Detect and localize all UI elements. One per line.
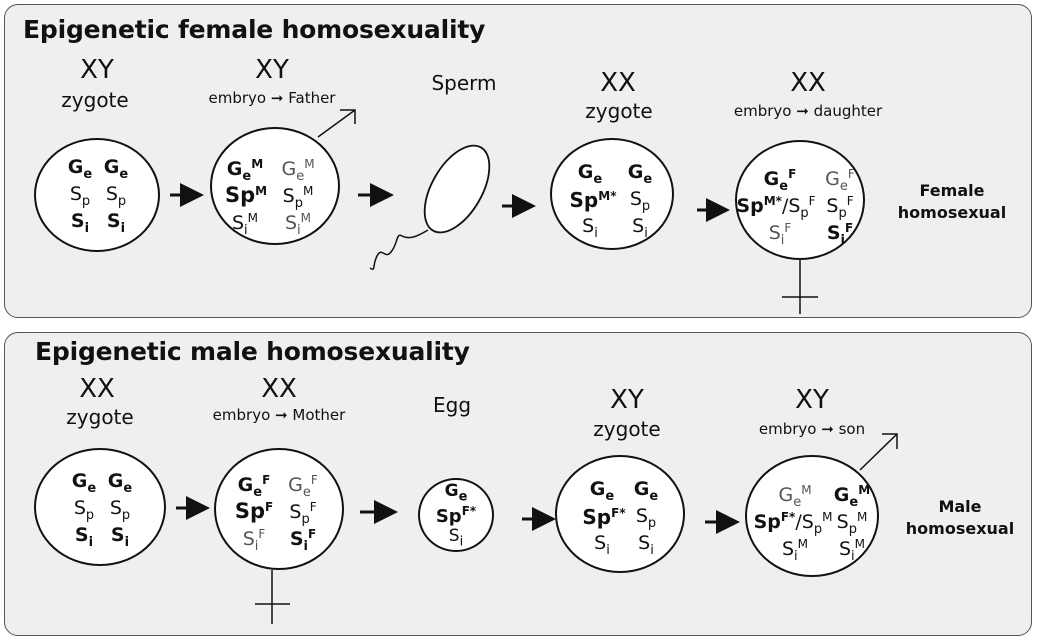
gene-ge: Ge [577,161,603,187]
gene-ge-marked: GeF [288,473,318,500]
stage-caption: zygote [61,88,129,112]
gene-si-marked: SiM [781,537,809,564]
stage-caption: Egg [432,393,472,417]
gene-sp: Sp [105,183,127,209]
gene-ge: Ge [71,470,97,496]
stage-karyotype: XX [790,68,826,98]
right-arrow-icon: ➞ [796,102,809,120]
gene-si: Si [632,215,648,241]
embryo-cell [214,448,344,570]
zygote-cell [34,138,160,252]
gene-ge-marked: GeM [281,157,315,184]
gene-ge-marked: GeM [833,483,871,510]
gene-si-marked: SiF [768,221,792,248]
stage-caption-fate: embryo ➞ son [758,420,866,438]
gene-si: Si [638,532,654,558]
gene-ge: Ge [627,161,653,187]
gene-ge-marked: GeM [226,157,264,184]
stage-karyotype: XY [610,385,644,415]
gene-sp: Sp [109,497,131,523]
gene-sp-marked: SpM [282,184,314,211]
egg-gene-ge: Ge [444,481,468,505]
panel-title: Epigenetic male homosexuality [35,337,470,366]
gene-si-marked: SiF [242,527,266,554]
stage-caption-fate: embryo ➞ Father [208,89,336,107]
gene-ge-marked: GeF [763,167,797,194]
gene-si: Si [74,524,94,550]
gene-ge: Ge [633,478,659,504]
gene-sp-marked: SpM [224,183,268,207]
gene-ge-marked: GeF [825,167,855,194]
stage-caption-fate: embryo ➞ daughter [733,102,883,120]
gene-sp-combined: SpM*/SpF [736,194,816,221]
gene-sp-marked: SpF [289,500,317,527]
gene-sp: Sp [69,183,91,209]
gene-sp-combined: SpF*/SpM [753,510,833,537]
gene-ge: Ge [67,156,93,182]
gene-sp-marked: SpF [234,499,274,523]
stage-caption: zygote [593,417,661,441]
zygote-cell [34,448,166,566]
female-homosexuality-panel: Epigenetic female homosexuality [4,4,1032,318]
zygote-cell [555,455,685,573]
egg-gene-sp-marked: SpF* [435,504,477,527]
gene-si: Si [70,210,90,236]
embryo-cell [735,140,865,260]
stage-karyotype: XY [255,55,289,85]
gene-ge-marked: GeM [778,483,812,510]
panel-title: Epigenetic female homosexuality [23,15,486,44]
gene-si-marked: SiF [289,527,317,554]
gene-ge-marked: GeF [237,473,271,500]
stage-karyotype: XY [80,55,114,85]
gene-sp: Sp [629,188,651,214]
stage-karyotype: XY [795,385,829,415]
gene-si: Si [594,532,610,558]
stage-caption-fate: embryo ➞ Mother [212,406,346,424]
gene-ge: Ge [103,156,129,182]
gene-sp: Sp [73,497,95,523]
gene-si-marked: SiM [838,537,866,564]
gene-si-marked: SiF [826,221,854,248]
stage-caption: zygote [585,99,653,123]
gene-ge: Ge [107,470,133,496]
gene-si-marked: SiM [231,211,259,238]
right-arrow-icon: ➞ [275,406,288,424]
right-arrow-icon: ➞ [821,420,834,438]
embryo-cell [210,127,340,245]
stage-caption: Sperm [431,71,497,95]
gene-sp-marked: SpM [836,510,868,537]
egg-gene-si: Si [448,526,464,550]
gene-sp-marked: SpF* [582,505,626,529]
zygote-cell [550,138,674,250]
gene-sp-marked: SpF [826,194,854,221]
stage-karyotype: XX [79,374,115,404]
egg-cell [418,478,494,552]
gene-sp-marked: SpM* [569,188,617,212]
gene-si: Si [582,215,598,241]
gene-si-marked: SiM [284,211,312,238]
gene-si: Si [106,210,126,236]
gene-ge: Ge [589,478,615,504]
embryo-cell [745,455,879,577]
gene-sp: Sp [635,505,657,531]
stage-karyotype: XX [261,374,297,404]
stage-karyotype: XX [600,68,636,98]
right-arrow-icon: ➞ [270,89,284,107]
stage-caption: zygote [66,405,134,429]
gene-si: Si [110,524,130,550]
